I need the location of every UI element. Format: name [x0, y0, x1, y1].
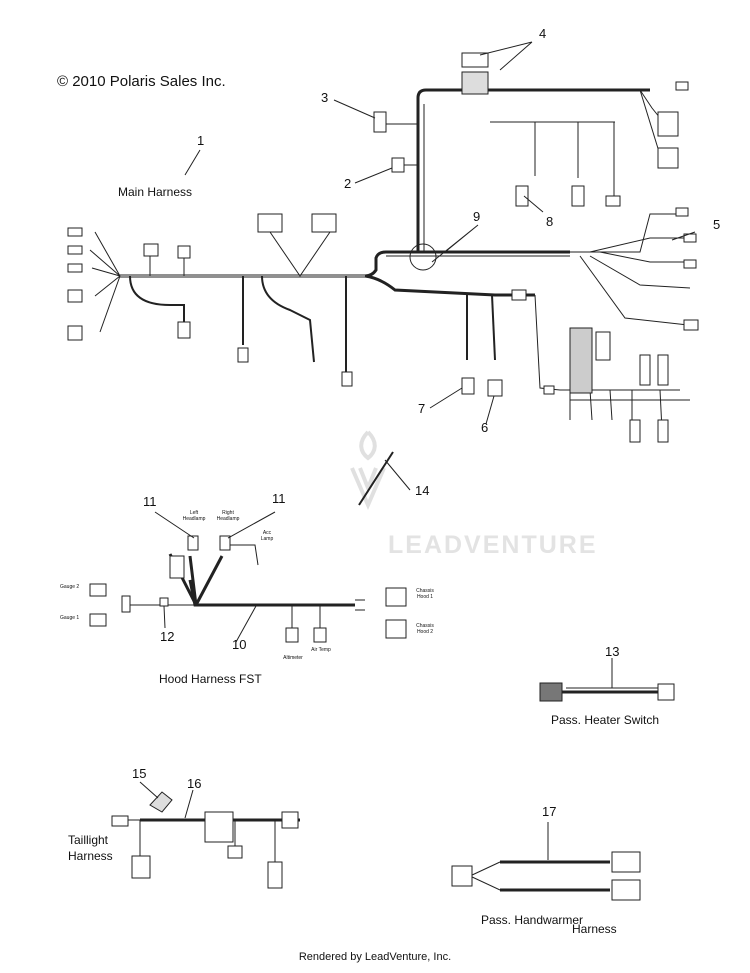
connector-icon — [595, 331, 611, 361]
main-harness-wires — [89, 88, 691, 431]
connector-icon — [285, 627, 299, 643]
connector-icon — [683, 319, 699, 331]
connector-icon — [121, 595, 131, 613]
copyright-text: © 2010 Polaris Sales Inc. — [57, 73, 226, 90]
callout-10: 10 — [232, 637, 247, 652]
connector-icon — [385, 587, 407, 607]
label-gauge-1: Gauge 1 — [60, 615, 80, 621]
connector-icon — [605, 195, 621, 207]
connector-icon — [257, 213, 283, 233]
callout-14: 14 — [415, 483, 430, 498]
connector-icon — [461, 377, 475, 395]
connector-icon — [511, 289, 527, 301]
connector-icon — [487, 379, 503, 397]
title-heater-switch: Pass. Heater Switch — [551, 713, 660, 727]
handwarmer-wires — [451, 822, 641, 901]
callout-2: 2 — [344, 176, 352, 191]
callout-7: 7 — [418, 401, 426, 416]
connector-icon — [313, 627, 327, 643]
connector-icon — [571, 185, 585, 207]
connector-icon — [311, 213, 337, 233]
connector-icon — [341, 371, 353, 387]
connector-icon — [657, 354, 669, 386]
connector-icon — [219, 535, 231, 551]
callout-11-right: 11 — [272, 491, 286, 506]
connector-icon — [89, 583, 107, 597]
title-taillight-2: Harness — [68, 849, 113, 863]
callout-15: 15 — [132, 766, 147, 781]
main-harness-connectors — [67, 52, 699, 443]
heater-switch-wires — [539, 658, 675, 702]
title-main-harness: Main Harness — [118, 185, 193, 199]
callout-11-left: 11 — [143, 494, 157, 509]
connector-icon — [543, 385, 555, 395]
connector-icon — [187, 535, 199, 551]
label-chassis-hood-1: Chassis Hood 1 — [416, 588, 434, 600]
connector-icon — [67, 245, 83, 255]
connector-icon — [515, 185, 529, 207]
connector-icon — [683, 259, 697, 269]
connector-icon — [657, 147, 679, 169]
connector-icon — [675, 207, 689, 217]
connector-icon — [159, 597, 169, 607]
connector-icon — [657, 111, 679, 137]
connector-icon — [385, 619, 407, 639]
connector-icon — [639, 354, 651, 386]
label-gauge-2: Gauge 2 — [60, 584, 80, 590]
watermark-logo-icon — [350, 430, 386, 511]
hood-harness-connectors — [89, 535, 407, 643]
label-acc-lamp: Acc Lamp — [260, 530, 274, 542]
taillight-wires — [111, 781, 300, 889]
callout-1: 1 — [197, 133, 205, 148]
title-handwarmer-1: Pass. Handwarmer — [481, 913, 584, 927]
connector-icon — [67, 263, 83, 273]
title-taillight-1: Taillight — [68, 833, 109, 847]
callout-3: 3 — [321, 90, 329, 105]
callout-9: 9 — [473, 209, 481, 224]
connector-icon — [461, 52, 489, 68]
callout-17: 17 — [542, 804, 557, 819]
connector-icon — [67, 227, 83, 237]
label-chassis-hood-2: Chassis Hood 2 — [416, 623, 434, 635]
watermark-text: LEADVENTURE — [388, 531, 598, 559]
connector-icon — [143, 243, 159, 257]
label-air-temp: Air Temp — [311, 647, 331, 653]
connector-icon — [237, 347, 249, 363]
connector-icon — [67, 325, 83, 341]
connector-icon — [373, 111, 387, 133]
hood-harness-wires — [124, 544, 365, 628]
callout-5: 5 — [713, 217, 721, 232]
footer-text: Rendered by LeadVenture, Inc. — [298, 951, 452, 963]
connector-icon — [657, 419, 669, 443]
label-left-headlamp: Left Headlamp — [182, 510, 206, 522]
callout-16: 16 — [187, 776, 202, 791]
connector-icon — [177, 245, 191, 259]
connector-icon — [675, 81, 689, 91]
callout-4: 4 — [539, 26, 547, 41]
connector-icon — [169, 555, 185, 579]
title-hood-harness: Hood Harness FST — [159, 672, 262, 686]
callout-12: 12 — [160, 629, 175, 644]
callout-13: 13 — [605, 644, 620, 659]
connector-icon — [391, 157, 405, 173]
connector-icon — [629, 419, 641, 443]
label-altimeter: Altimeter — [283, 655, 303, 661]
label-right-headlamp: Right Headlamp — [216, 510, 240, 522]
connector-icon — [89, 613, 107, 627]
connector-icon — [67, 289, 83, 303]
title-handwarmer-2: Harness — [572, 922, 617, 936]
callout-8: 8 — [546, 214, 554, 229]
callout-6: 6 — [481, 420, 489, 435]
connector-icon — [177, 321, 191, 339]
module-icon — [461, 71, 489, 95]
